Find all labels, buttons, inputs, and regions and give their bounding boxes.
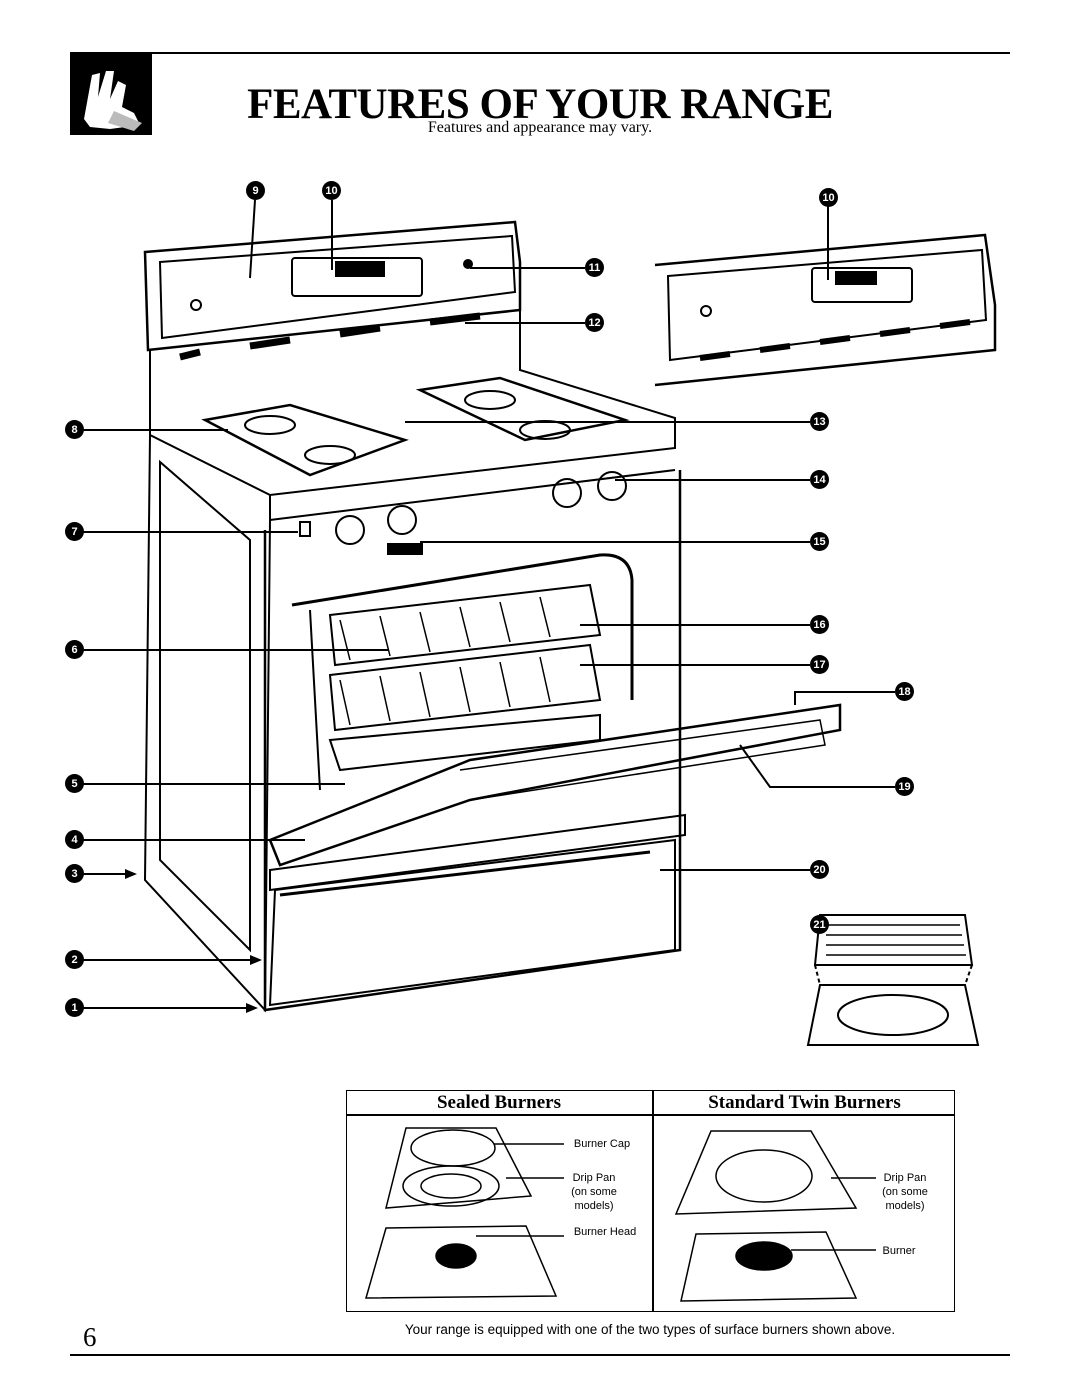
callout-10-alt: 10 — [819, 188, 838, 207]
page-title: FEATURES OF YOUR RANGE — [247, 81, 833, 128]
callout-4: 4 — [65, 830, 84, 849]
callout-9: 9 — [246, 181, 265, 200]
callout-10: 10 — [322, 181, 341, 200]
knob-2 — [387, 505, 417, 535]
callout-7: 7 — [65, 522, 84, 541]
oven-door — [268, 703, 842, 867]
alternate-backsplash — [654, 233, 997, 387]
callout-15: 15 — [810, 532, 829, 551]
callout-3: 3 — [65, 864, 84, 883]
burner-footnote: Your range is equipped with one of the t… — [404, 1322, 896, 1337]
label-standard-burner: Burner — [882, 1245, 916, 1257]
sealed-burner-cap — [410, 1129, 496, 1167]
burner-comparison-table — [346, 1090, 955, 1312]
callout-1: 1 — [65, 998, 84, 1017]
label-burner-head: Burner Head — [573, 1226, 637, 1238]
label-standard-drip-pan-2: (on some — [882, 1186, 928, 1198]
label-sealed-drip-pan-3: models) — [574, 1200, 614, 1212]
standard-burners-heading: Standard Twin Burners — [708, 1092, 901, 1113]
range-diagram — [80, 199, 997, 1046]
page-number: 6 — [83, 1322, 97, 1352]
burner-illustrations — [365, 1127, 876, 1302]
page-subtitle: Features and appearance may vary. — [427, 119, 653, 136]
callout-13: 13 — [810, 412, 829, 431]
right-grate — [415, 376, 630, 442]
callout-21: 21 — [810, 915, 829, 934]
knob-3 — [552, 478, 582, 508]
callout-12: 12 — [585, 313, 604, 332]
callout-19: 19 — [895, 777, 914, 796]
broiler-pan — [806, 984, 980, 1046]
callout-6: 6 — [65, 640, 84, 659]
sealed-drip-pan — [385, 1127, 533, 1209]
table-column-divider — [652, 1090, 654, 1312]
hand-logo-icon — [70, 53, 152, 135]
sealed-burners-heading: Sealed Burners — [436, 1092, 562, 1113]
callout-11: 11 — [585, 258, 604, 277]
callout-16: 16 — [810, 615, 829, 634]
label-standard-drip-pan-3: models) — [885, 1200, 925, 1212]
label-standard-drip-pan-1: Drip Pan — [883, 1172, 927, 1184]
callout-14: 14 — [810, 470, 829, 489]
control-panel-display — [291, 257, 423, 297]
callout-18: 18 — [895, 682, 914, 701]
table-header-divider — [346, 1114, 955, 1116]
callout-5: 5 — [65, 774, 84, 793]
top-rule — [70, 52, 1010, 54]
label-sealed-drip-pan-2: (on some — [571, 1186, 617, 1198]
brand-logo-icon — [190, 299, 202, 311]
knob-1 — [335, 515, 365, 545]
callout-17: 17 — [810, 655, 829, 674]
knob-4 — [597, 471, 627, 501]
callout-20: 20 — [810, 860, 829, 879]
broiler-grid — [813, 914, 974, 966]
callout-2: 2 — [65, 950, 84, 969]
storage-drawer — [268, 838, 676, 1007]
standard-burner — [735, 1241, 793, 1271]
callout-8: 8 — [65, 420, 84, 439]
sealed-burner-head — [435, 1243, 477, 1269]
standard-drip-pan — [674, 1130, 858, 1215]
label-burner-cap: Burner Cap — [573, 1138, 631, 1150]
left-grate — [201, 403, 409, 477]
bottom-rule — [70, 1354, 1010, 1356]
label-sealed-drip-pan-1: Drip Pan — [572, 1172, 616, 1184]
